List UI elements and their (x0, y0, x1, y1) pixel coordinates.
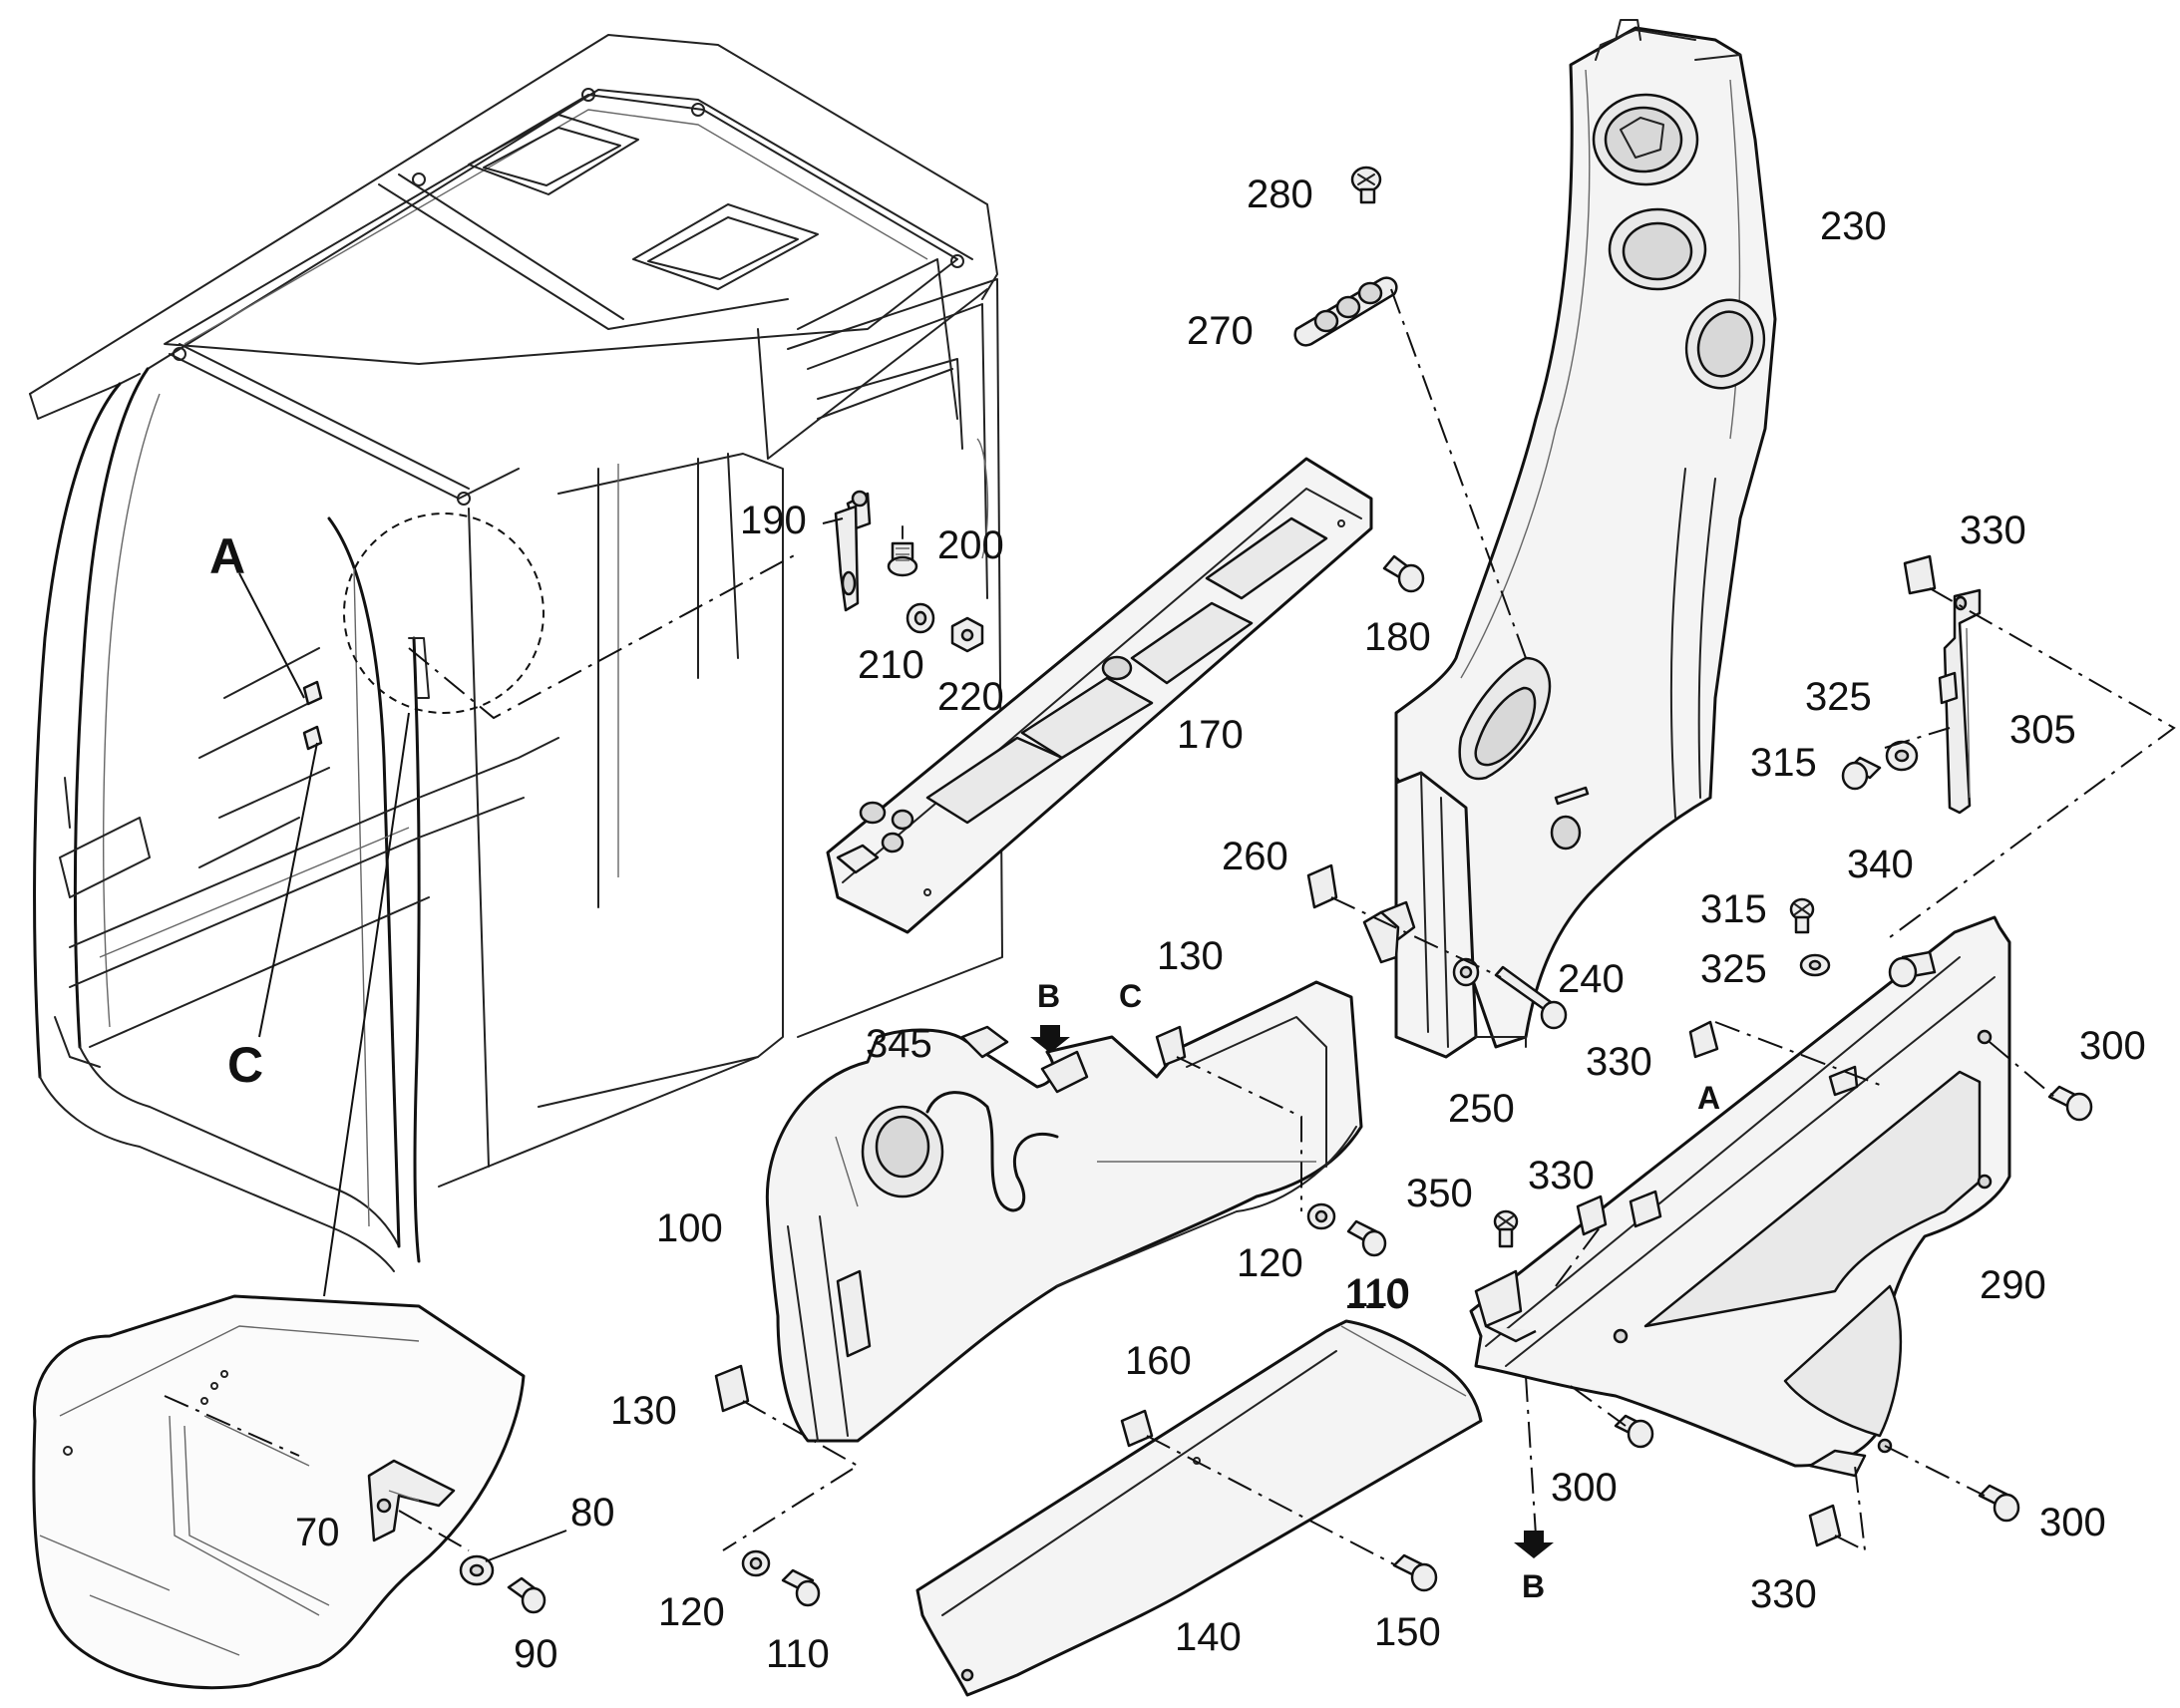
callout-325-mid: 325 (1700, 947, 1767, 991)
callout-180: 180 (1364, 615, 1431, 659)
arrow-b-bottom-icon (1514, 1531, 1554, 1558)
callout-300-right: 300 (2079, 1024, 2146, 1068)
callout-280: 280 (1247, 172, 1313, 216)
callout-100: 100 (656, 1206, 723, 1250)
callout-110-low: 110 (1346, 1271, 1410, 1315)
bracket-305-group (1841, 554, 2176, 938)
callout-315-mid: 315 (1700, 887, 1767, 931)
callout-120-bottom: 120 (658, 1590, 725, 1634)
callout-270: 270 (1187, 309, 1254, 353)
callout-labels: 280 270 230 190 200 210 220 180 170 330 … (209, 172, 2146, 1676)
callout-345: 345 (866, 1022, 932, 1066)
callout-210: 210 (858, 643, 924, 687)
plate-270 (1293, 166, 1398, 347)
callout-330-top: 330 (1960, 509, 2026, 552)
reference-c-main: C (227, 1037, 263, 1093)
callout-250: 250 (1448, 1087, 1515, 1131)
reference-b-top: B (1037, 978, 1060, 1014)
callout-300-low: 300 (1551, 1466, 1618, 1510)
callout-130-top: 130 (1157, 934, 1224, 978)
callout-230: 230 (1820, 204, 1887, 248)
callout-70: 70 (295, 1511, 340, 1554)
detail-inset (32, 1294, 567, 1690)
callout-305: 305 (2009, 708, 2076, 752)
reference-c-top: C (1119, 978, 1142, 1014)
callout-200: 200 (937, 523, 1004, 567)
callout-80: 80 (570, 1491, 615, 1535)
callout-330-bottom: 330 (1750, 1572, 1817, 1616)
callout-315-top: 315 (1750, 741, 1817, 785)
callout-325-top: 325 (1805, 675, 1872, 719)
callout-110-bottom: 110 (766, 1632, 830, 1676)
callout-150: 150 (1374, 1610, 1441, 1654)
bracket-190-group (822, 490, 984, 653)
panel-100 (714, 980, 1387, 1607)
clip-260-screw-240 (1306, 863, 1568, 1030)
reference-a-main: A (209, 528, 245, 584)
callout-340: 340 (1847, 843, 1914, 886)
callout-190: 190 (740, 499, 807, 542)
reference-a-small: A (1697, 1080, 1720, 1116)
callout-110-mid: 110 (1344, 1273, 1408, 1317)
arrow-b-top-icon (1030, 1025, 1070, 1053)
callout-260: 260 (1222, 835, 1288, 878)
callout-120-mid: 120 (1237, 1241, 1303, 1285)
panel-140 (915, 1319, 1483, 1697)
callout-290: 290 (1980, 1263, 2046, 1307)
callout-300-bottom: 300 (2039, 1501, 2106, 1544)
callout-330-mid: 330 (1528, 1154, 1595, 1197)
cab-frame (29, 34, 1003, 1272)
callout-220: 220 (937, 675, 1004, 719)
reference-b-bottom: B (1522, 1568, 1545, 1604)
callout-240: 240 (1558, 957, 1625, 1001)
panel-290 (1469, 897, 2093, 1552)
callout-350: 350 (1406, 1172, 1473, 1215)
callout-330-a: 330 (1586, 1040, 1652, 1084)
callout-90: 90 (514, 1632, 558, 1676)
callout-160: 160 (1125, 1339, 1192, 1383)
panel-170 (826, 457, 1425, 934)
callout-170: 170 (1177, 713, 1244, 757)
callout-140: 140 (1175, 1615, 1242, 1659)
pillar-trim-230 (1379, 19, 1777, 1059)
callout-130-left: 130 (610, 1389, 677, 1433)
